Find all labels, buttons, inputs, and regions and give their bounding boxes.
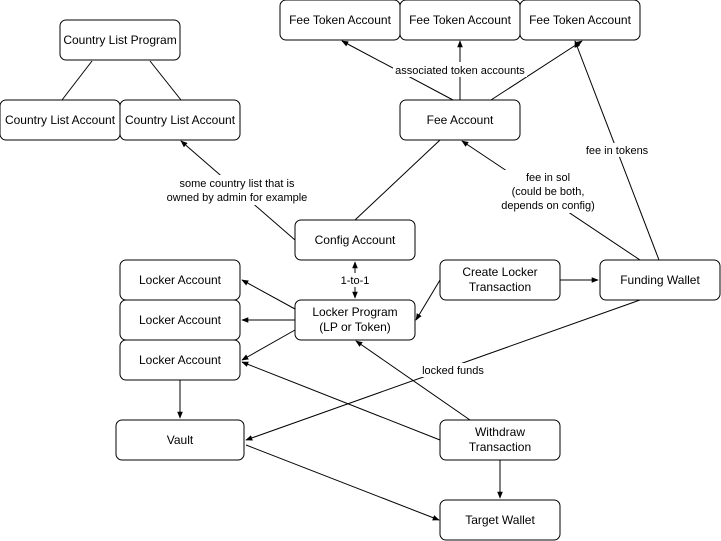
edge-labels: associated token accounts some country l… (163, 62, 651, 377)
edge-fee-to-token-account-3 (490, 40, 583, 101)
node-country-list-account-2: Country List Account (119, 99, 241, 141)
node-target-wallet-line-1: Target Wallet (465, 513, 535, 527)
label-fee-in-tokens-line-1: fee in tokens (586, 145, 649, 157)
node-target-wallet: Target Wallet (439, 499, 561, 541)
label-country-list-note: some country list that is owned by admin… (163, 175, 311, 205)
label-one-to-one-line-1: 1-to-1 (341, 275, 370, 287)
node-locker-account-2: Locker Account (119, 299, 241, 341)
node-country-list-account-1-line-1: Country List Account (5, 113, 116, 127)
node-country-list-account-2-line-1: Country List Account (125, 113, 236, 127)
node-config-account-line-1: Config Account (315, 233, 396, 247)
node-fee-account-line-1: Fee Account (427, 113, 494, 127)
node-country-list-account-1: Country List Account (0, 99, 121, 141)
node-create-locker-transaction-line-1: Create Locker (462, 265, 537, 279)
node-config-account: Config Account (294, 219, 416, 261)
node-vault: Vault (115, 419, 245, 461)
node-fee-token-account-1-line-1: Fee Token Account (289, 13, 392, 27)
edge-vault-to-target (245, 444, 440, 521)
label-one-to-one: 1-to-1 (338, 273, 372, 287)
node-country-list-program-line-1: Country List Program (63, 33, 176, 47)
label-locked-funds-line-1: locked funds (422, 365, 484, 377)
node-country-list-program: Country List Program (59, 19, 181, 61)
label-fee-in-sol-line-3: depends on config) (501, 200, 595, 212)
node-withdraw-transaction-line-2: Transaction (469, 440, 531, 454)
node-fee-account: Fee Account (399, 99, 521, 141)
node-create-locker-transaction: Create Locker Transaction (439, 259, 561, 301)
node-locker-program: Locker Program (LP or Token) (294, 299, 416, 341)
label-locked-funds: locked funds (419, 363, 487, 377)
node-fee-token-account-3-line-1: Fee Token Account (529, 13, 632, 27)
node-locker-account-3: Locker Account (119, 339, 241, 381)
node-fee-token-account-2: Fee Token Account (399, 0, 521, 41)
edge-program-to-country-account-2 (149, 60, 182, 101)
label-associated-token-accounts: associated token accounts (393, 62, 527, 77)
node-fee-token-account-1: Fee Token Account (279, 0, 401, 41)
node-withdraw-transaction: Withdraw Transaction (439, 419, 561, 461)
node-locker-program-line-2: (LP or Token) (319, 320, 391, 334)
label-fee-in-tokens: fee in tokens (583, 143, 651, 157)
label-fee-in-sol: fee in sol (could be both, depends on co… (498, 170, 598, 213)
label-associated-token-accounts-line-1: associated token accounts (395, 65, 525, 77)
edge-create-to-locker (415, 279, 441, 321)
edge-config-to-fee-account (354, 139, 441, 221)
node-vault-line-1: Vault (167, 433, 194, 447)
node-funding-wallet: Funding Wallet (599, 259, 721, 301)
node-locker-account-1-line-1: Locker Account (139, 273, 222, 287)
node-locker-account-2-line-1: Locker Account (139, 313, 222, 327)
node-locker-account-3-line-1: Locker Account (139, 353, 222, 367)
node-funding-wallet-line-1: Funding Wallet (620, 273, 700, 287)
label-country-list-note-line-1: some country list that is (180, 178, 295, 190)
node-withdraw-transaction-line-1: Withdraw (475, 425, 525, 439)
node-locker-account-1: Locker Account (119, 259, 241, 301)
node-fee-token-account-3: Fee Token Account (519, 0, 641, 41)
label-country-list-note-line-2: owned by admin for example (167, 192, 308, 204)
edge-program-to-country-account-1 (61, 60, 93, 101)
edge-locker-to-account-3 (241, 329, 296, 361)
node-create-locker-transaction-line-2: Transaction (469, 280, 531, 294)
node-fee-token-account-2-line-1: Fee Token Account (409, 13, 512, 27)
edge-withdraw-to-locker-account (241, 361, 441, 441)
edge-withdraw-to-locker-program (355, 340, 471, 421)
label-fee-in-sol-line-1: fee in sol (526, 172, 570, 184)
label-fee-in-sol-line-2: (could be both, (512, 186, 585, 198)
node-locker-program-line-1: Locker Program (312, 305, 397, 319)
edge-locker-to-account-1 (241, 279, 296, 310)
